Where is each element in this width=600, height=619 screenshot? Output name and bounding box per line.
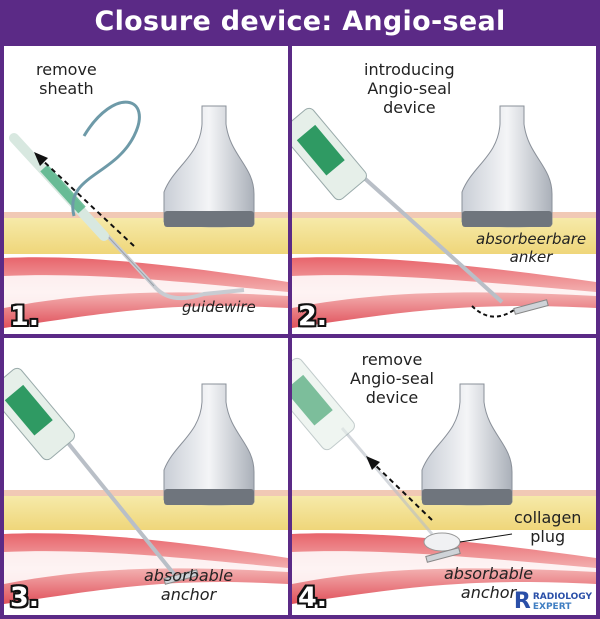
logo-line-2: EXPERT — [532, 602, 572, 612]
skin-layer — [292, 212, 596, 218]
anchor-arrow — [471, 305, 515, 318]
panel-number-3: 3. — [10, 582, 40, 613]
vessel-lumen — [4, 275, 288, 308]
label-absorbable-anchor: absorbable anchor — [144, 566, 234, 604]
anchor — [425, 547, 461, 563]
panel-grid: remove sheath guidewire 1. introducing A… — [0, 42, 600, 619]
anchor — [163, 569, 199, 585]
label-absorbeerbare-anker: absorbeerbare anker — [476, 230, 587, 266]
label-collagen-plug: collagen plug — [514, 508, 582, 546]
radiology-expert-logo: R RADIOLOGY EXPERT — [514, 591, 592, 613]
panel-3: absorbable anchor 3. — [4, 338, 288, 615]
panel-number-2: 2. — [298, 301, 328, 332]
label-remove-sheath: remove sheath — [36, 60, 97, 98]
label-introducing: introducing Angio-seal device — [364, 60, 455, 117]
panel-4: remove Angio-seal device collagen plug a… — [292, 338, 596, 615]
label-absorbable-anchor-4: absorbable anchor — [444, 564, 534, 602]
skin-layer — [4, 490, 288, 496]
page-title: Closure device: Angio-seal — [94, 5, 506, 37]
device-shaft — [62, 436, 176, 576]
panel-3-illustration — [4, 367, 288, 604]
panel-2-illustration — [292, 105, 596, 328]
device-shaft — [340, 427, 434, 535]
tubing — [71, 100, 141, 217]
panel-number-4: 4. — [298, 582, 328, 613]
ultrasound-probe — [421, 383, 513, 506]
arrow-remove — [39, 157, 135, 247]
ultrasound-probe — [163, 383, 255, 506]
label-guidewire: guidewire — [182, 298, 256, 316]
panel-2: introducing Angio-seal device absorbeerb… — [292, 46, 596, 334]
panel-number-1: 1. — [10, 301, 40, 332]
ultrasound-probe — [163, 105, 255, 228]
logo-mark-icon: R — [513, 589, 531, 614]
ultrasound-probe — [461, 105, 553, 228]
panel-4-illustration — [292, 357, 596, 604]
arrow-remove — [371, 461, 433, 521]
panel-1-illustration — [4, 100, 288, 328]
label-remove-device: remove Angio-seal device — [350, 350, 434, 407]
anchor — [513, 299, 549, 315]
skin-layer — [4, 212, 288, 218]
logo-line-1: RADIOLOGY — [532, 592, 592, 602]
title-bar: Closure device: Angio-seal — [0, 0, 600, 44]
device-shaft — [360, 174, 504, 304]
panel-1: remove sheath guidewire 1. — [4, 46, 288, 334]
guidewire — [22, 144, 245, 301]
